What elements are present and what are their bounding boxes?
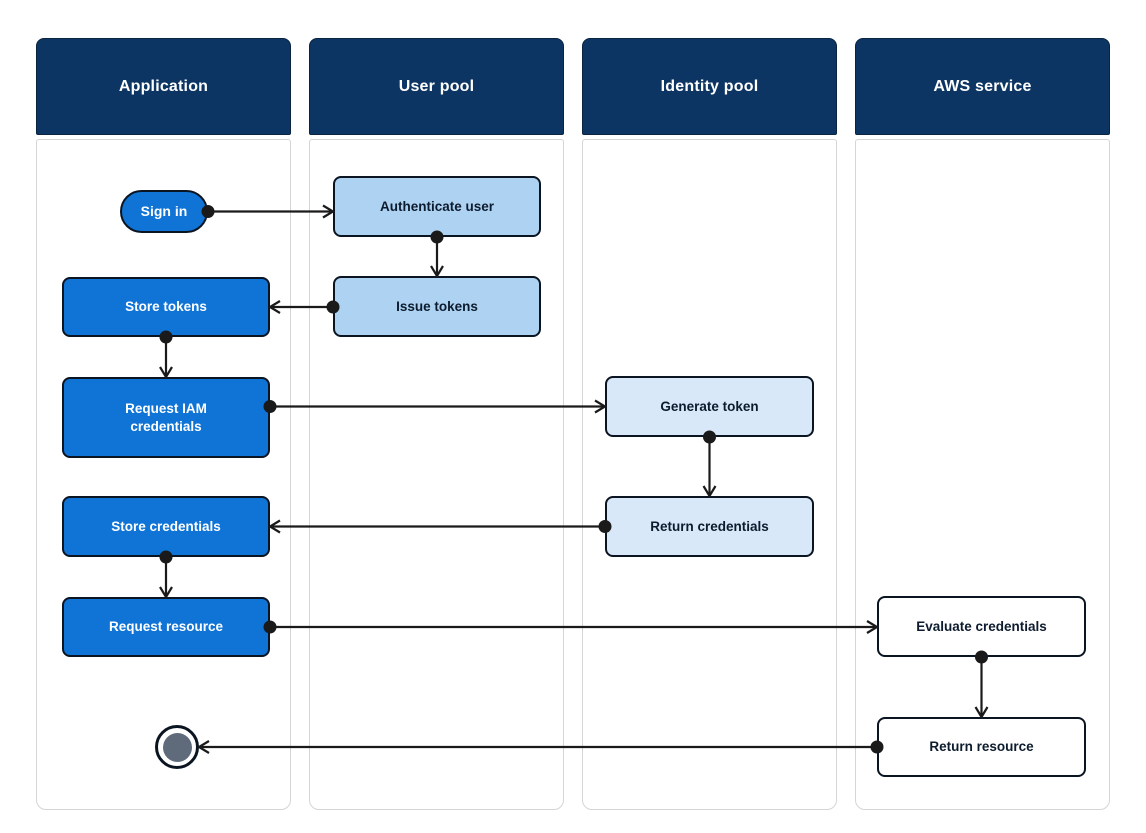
end-terminator-node xyxy=(155,725,199,769)
lane-header-aws-service: AWS service xyxy=(855,38,1110,135)
node-label: Generate token xyxy=(660,398,759,414)
node-label: Issue tokens xyxy=(396,298,478,314)
lane-header-identity-pool: Identity pool xyxy=(582,38,837,135)
lane-user-pool: User pool xyxy=(309,38,564,810)
node-issue-tokens: Issue tokens xyxy=(333,276,541,337)
node-store-credentials: Store credentials xyxy=(62,496,270,557)
node-label: Request resource xyxy=(108,619,224,635)
lane-title: User pool xyxy=(398,77,475,95)
node-label: Store credentials xyxy=(111,518,221,534)
node-label: Sign in xyxy=(140,203,188,220)
lane-body-identity-pool xyxy=(582,139,837,810)
lane-title: AWS service xyxy=(933,77,1032,95)
node-store-tokens: Store tokens xyxy=(62,277,270,337)
lane-header-application: Application xyxy=(36,38,291,135)
node-label: Store tokens xyxy=(125,299,207,315)
lane-body-user-pool xyxy=(309,139,564,810)
node-evaluate-credentials: Evaluate credentials xyxy=(877,596,1086,657)
node-authenticate-user: Authenticate user xyxy=(333,176,541,237)
node-label: Evaluate credentials xyxy=(916,618,1047,634)
lane-body-application xyxy=(36,139,291,810)
lane-body-aws-service xyxy=(855,139,1110,810)
node-request-iam-credentials: Request IAM credentials xyxy=(62,377,270,458)
node-request-resource: Request resource xyxy=(62,597,270,657)
node-return-resource: Return resource xyxy=(877,717,1086,777)
lane-aws-service: AWS service xyxy=(855,38,1110,810)
node-label: Request IAM credentials xyxy=(125,400,207,434)
lane-header-user-pool: User pool xyxy=(309,38,564,135)
end-terminator-inner-dot xyxy=(162,732,192,762)
lane-title: Application xyxy=(118,77,209,95)
node-return-credentials: Return credentials xyxy=(605,496,814,557)
node-label: Authenticate user xyxy=(379,198,495,214)
node-label: Return resource xyxy=(929,739,1034,755)
node-generate-token: Generate token xyxy=(605,376,814,437)
lane-title: Identity pool xyxy=(660,77,759,95)
node-label: Return credentials xyxy=(650,518,769,534)
lane-application: Application xyxy=(36,38,291,810)
node-sign-in: Sign in xyxy=(120,190,208,233)
